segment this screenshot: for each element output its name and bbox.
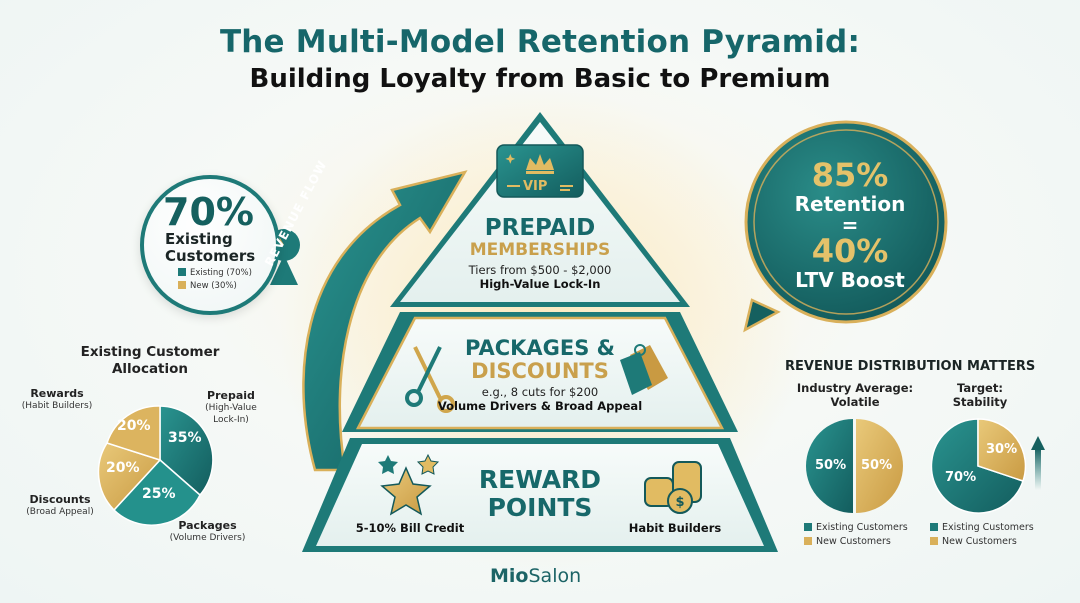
- brand-logo: MioSalon: [490, 565, 582, 587]
- retention-bubble: [743, 120, 948, 333]
- existing-customers-callout: [140, 175, 280, 315]
- page-title: The Multi-Model Retention Pyramid:: [219, 24, 861, 60]
- allocation-value-discounts: 20%: [106, 460, 140, 476]
- allocation-label-rewards: Rewards(Habit Builders): [21, 387, 93, 412]
- tier-packages-discounts: PACKAGES & DISCOUNTS e.g., 8 cuts for $2…: [437, 336, 643, 413]
- allocation-value-rewards: 20%: [117, 418, 151, 434]
- existing-label: Existing Customers: [165, 230, 256, 265]
- industry-title: Industry Average: Volatile: [796, 381, 914, 409]
- legend-new: New (30%): [178, 280, 252, 293]
- reward-right-caption: Habit Builders: [628, 521, 722, 535]
- revenue-distribution-title: REVENUE DISTRIBUTION MATTERS: [785, 359, 1036, 374]
- industry-existing-value: 50%: [815, 458, 847, 473]
- allocation-value-packages: 25%: [142, 486, 176, 502]
- allocation-title: Existing Customer Allocation: [80, 344, 220, 377]
- allocation-value-prepaid: 35%: [168, 430, 202, 446]
- industry-legend: Existing Customers New Customers: [804, 521, 908, 549]
- target-legend: Existing Customers New Customers: [930, 521, 1034, 549]
- pyramid-top-tier: [390, 112, 690, 307]
- legend-existing: Existing (70%): [178, 267, 252, 280]
- existing-percent: 70%: [163, 190, 254, 234]
- industry-pie: [806, 419, 903, 513]
- tier-reward-points: REWARD POINTS: [478, 465, 602, 522]
- target-new-value: 30%: [986, 442, 1018, 457]
- pyramid-middle-tier: [342, 312, 738, 432]
- page-subtitle: Building Loyalty from Basic to Premium: [249, 64, 831, 94]
- vip-badge-label: VIP: [523, 179, 548, 194]
- svg-text:$: $: [675, 495, 684, 510]
- target-title: Target: Stability: [952, 381, 1008, 409]
- allocation-label-packages: Packages(Volume Drivers): [169, 519, 246, 544]
- retention-stat: 85% Retention = 40% LTV Boost: [794, 156, 906, 292]
- revenue-flow-arrow: [302, 170, 468, 472]
- tier-prepaid: PREPAID MEMBERSHIPS Tiers from $500 - $2…: [468, 215, 612, 291]
- target-existing-value: 70%: [945, 470, 977, 485]
- target-pie: [930, 418, 1027, 514]
- allocation-pie: [97, 405, 214, 526]
- existing-legend: Existing (70%) New (30%): [178, 267, 252, 293]
- allocation-label-discounts: Discounts(Broad Appeal): [26, 493, 94, 518]
- allocation-label-prepaid: Prepaid(High-Value Lock-In): [205, 389, 257, 426]
- industry-new-value: 50%: [861, 458, 893, 473]
- pyramid-bottom-tier: $: [302, 438, 778, 552]
- up-arrow: [1031, 436, 1045, 490]
- reward-left-caption: 5-10% Bill Credit: [355, 521, 465, 535]
